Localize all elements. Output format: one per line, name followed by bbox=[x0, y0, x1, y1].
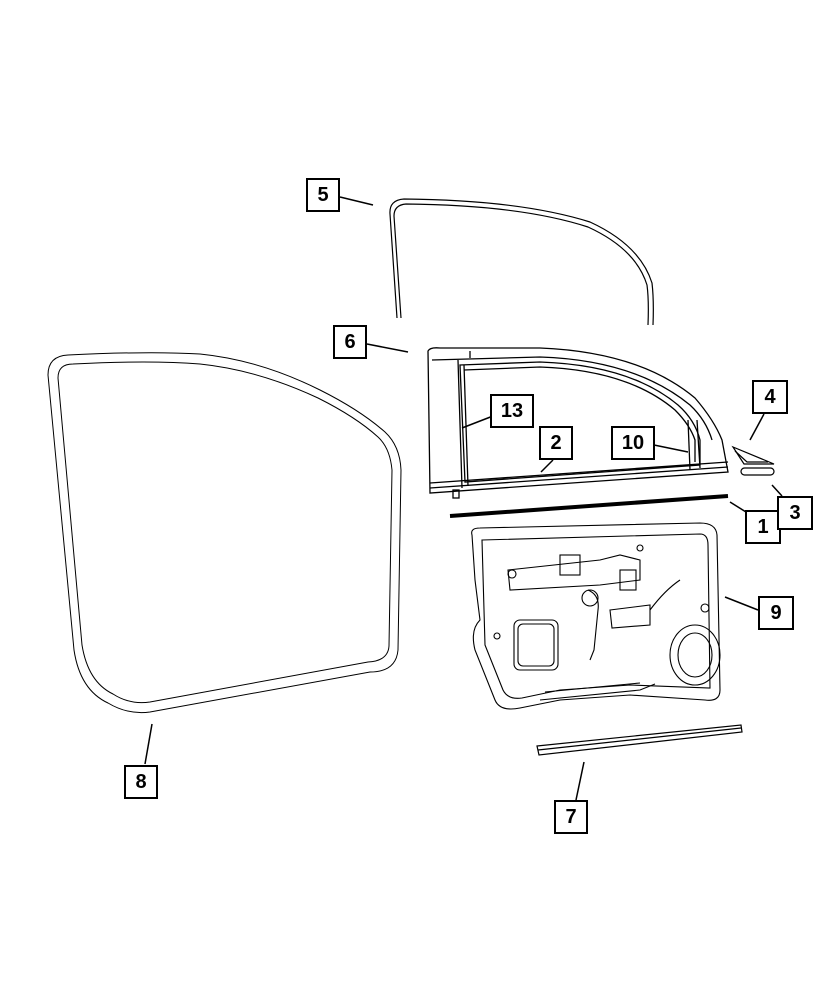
callout-8[interactable]: 8 bbox=[124, 765, 158, 799]
callout-3[interactable]: 3 bbox=[777, 496, 813, 530]
part-3-flag-seal bbox=[740, 467, 783, 497]
part-8-door-opening-seal bbox=[47, 352, 402, 765]
callout-7[interactable]: 7 bbox=[554, 800, 588, 834]
part-7-inner-beltline bbox=[536, 724, 743, 801]
callout-9[interactable]: 9 bbox=[758, 596, 794, 630]
part-4-corner-trim bbox=[731, 413, 775, 465]
callout-1[interactable]: 1 bbox=[745, 510, 781, 544]
leader-lines bbox=[461, 415, 689, 473]
part-6-door-frame bbox=[366, 343, 729, 499]
callout-13[interactable]: 13 bbox=[490, 394, 534, 428]
callout-4[interactable]: 4 bbox=[752, 380, 788, 414]
callout-6[interactable]: 6 bbox=[333, 325, 367, 359]
part-5-upper-weatherstrip bbox=[339, 196, 654, 326]
part-9-door-module bbox=[471, 522, 759, 710]
callout-2[interactable]: 2 bbox=[539, 426, 573, 460]
callout-10[interactable]: 10 bbox=[611, 426, 655, 460]
callout-5[interactable]: 5 bbox=[306, 178, 340, 212]
part-1-beltline-strip bbox=[449, 494, 747, 518]
